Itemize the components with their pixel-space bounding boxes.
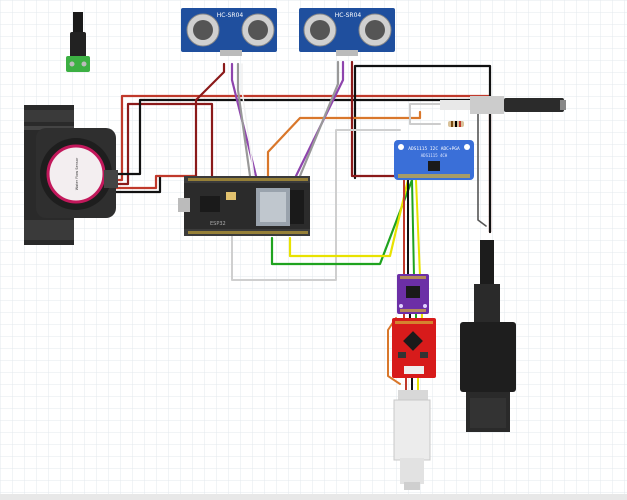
flow-sensor-label: Water Flow Sensor (75, 157, 79, 190)
wire-gray-right (298, 60, 340, 178)
mcu-board-label: ESP32 (210, 221, 226, 227)
wire-orange (266, 110, 422, 178)
wire-purple-right (294, 60, 345, 178)
adc-board: ADS1115 I2C ADC+PGA ADS1115 4CH (394, 140, 474, 180)
header-pins-top (188, 178, 308, 181)
wire-adc-green (411, 179, 415, 277)
ultrasonic-sensor-right: HC-SR04 (299, 8, 395, 56)
ultrasonic-right-label: HC-SR04 (335, 12, 362, 19)
ultrasonic-sensor-left: HC-SR04 (181, 8, 277, 56)
temperature-probe (440, 96, 566, 127)
wire-yellow (288, 178, 410, 258)
wire-darkred-top (116, 102, 214, 186)
adc-board-line1: ADS1115 I2C ADC+PGA (408, 146, 460, 152)
dc-barrel-jack (66, 12, 90, 72)
wire-darkred-ultra (194, 62, 226, 178)
wire-gray-left (236, 62, 252, 178)
wire-temp-white (409, 103, 441, 125)
pressure-sensor (460, 240, 516, 432)
adc-board-line2: ADS1115 4CH (421, 153, 448, 158)
esp32-board: ESP32 (178, 176, 310, 236)
ph-probe (393, 390, 431, 490)
header-pins-bottom (188, 231, 308, 234)
wire-white-left (241, 63, 255, 177)
purple-module (397, 274, 429, 314)
wire-green (270, 178, 414, 266)
water-flow-sensor: Water Flow Sensor (24, 105, 118, 245)
wire-adc-yellow (415, 179, 421, 277)
wire-black-right (353, 64, 492, 234)
wire-purple-left (230, 62, 258, 178)
ultrasonic-left-label: HC-SR04 (217, 12, 244, 19)
wire-gray-loop (231, 129, 401, 281)
resistor (448, 121, 464, 127)
red-module (392, 318, 436, 378)
wire-red-flow (114, 174, 198, 190)
wire-black-flow (114, 174, 162, 194)
bottom-scrollbar[interactable] (0, 494, 627, 500)
usb-port (178, 198, 190, 212)
